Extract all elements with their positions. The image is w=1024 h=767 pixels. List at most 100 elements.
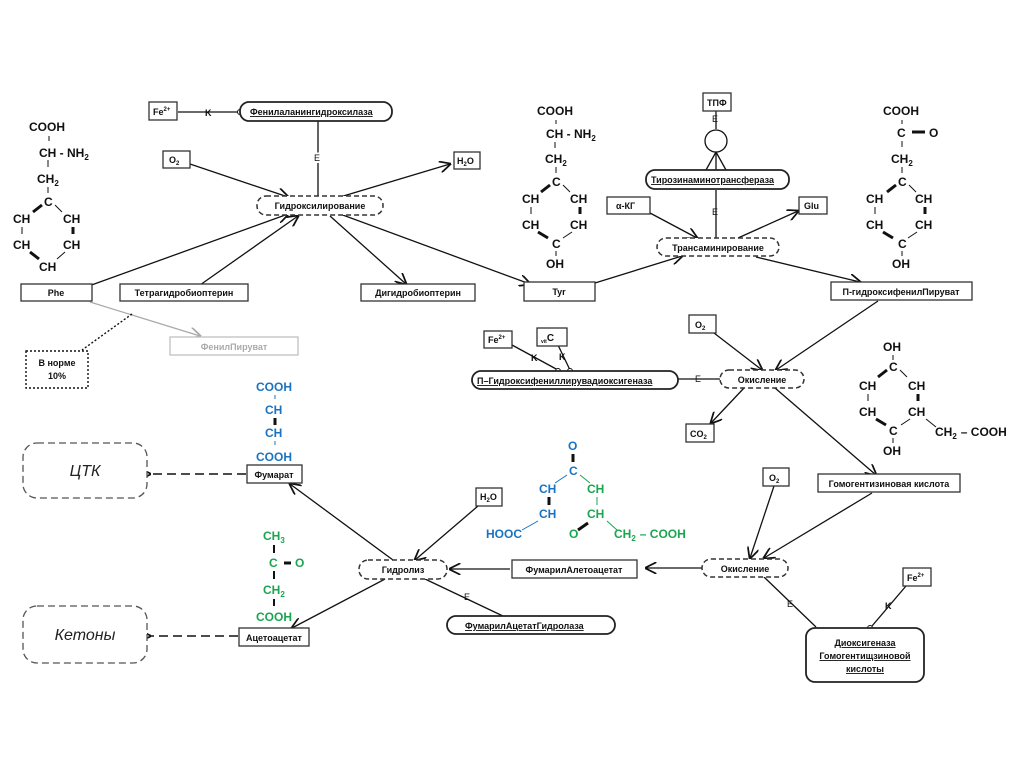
svg-text:Гидролиз: Гидролиз [382, 565, 425, 575]
cofactor-h2o-top: H2O [453, 151, 481, 170]
svg-text:COOH: COOH [256, 450, 292, 464]
edge-tyr-transamination [594, 256, 682, 284]
node-tyr[interactable]: Tyr [523, 281, 596, 302]
svg-text:H2O: H2O [480, 492, 497, 504]
structure-tyrosine: COOH CH - NH2 CH2 C CH CH CH CH C OH [522, 104, 596, 271]
svg-text:H2O: H2O [457, 156, 474, 168]
svg-text:α-КГ: α-КГ [616, 201, 635, 211]
svg-text:O2: O2 [769, 473, 780, 485]
svg-text:Ацетоацетат: Ацетоацетат [246, 633, 303, 643]
edge-hydroxylation-h2o [339, 164, 450, 198]
enzyme-tyrosine-aminotransferase[interactable]: Тирозинаминотрансфераза [645, 169, 790, 190]
process-transamination[interactable]: Трансаминирование [656, 237, 780, 257]
cofactor-fe-bottom: Fe2+ [902, 567, 932, 587]
edge-o2-oxidation2 [750, 485, 775, 558]
svg-text:ФенилПируват: ФенилПируват [201, 342, 268, 352]
process-hydroxylation[interactable]: Гидроксилирование [256, 195, 384, 216]
process-oxidation-1[interactable]: Окисление [719, 369, 805, 389]
node-phenylpyruvate[interactable]: ФенилПируват [169, 336, 299, 356]
enzyme-phenylalanine-hydroxylase[interactable]: Фенилаланингидроксилаза [239, 101, 393, 122]
svg-text:ЦТК: ЦТК [70, 463, 102, 480]
node-tca-cycle[interactable]: ЦТК [22, 442, 148, 499]
svg-text:C: C [898, 175, 907, 189]
svg-text:O: O [569, 527, 578, 541]
label-bg: E [314, 153, 320, 163]
svg-text:10%: 10% [48, 371, 66, 381]
edge-hpp-oxidation [776, 300, 879, 370]
enzyme-hppd[interactable]: П–Гидроксифениллирувадиоксигеназа [471, 370, 679, 390]
edge-phe-hydroxylation [85, 214, 288, 288]
svg-text:Fe2+: Fe2+ [907, 573, 925, 583]
svg-text:CH: CH [13, 212, 30, 226]
svg-text:COOH: COOH [537, 104, 573, 118]
edge-transamination-hpp [755, 256, 860, 282]
node-dihydrobiopterin[interactable]: Дигидробиоптерин [360, 283, 476, 302]
svg-text:COOH: COOH [883, 104, 919, 118]
svg-text:CH2: CH2 [545, 152, 567, 168]
node-acetoacetate[interactable]: Ацетоацетат [238, 627, 310, 647]
svg-text:O: O [568, 439, 577, 453]
enzyme-fumarylacetoacetate-hydrolase[interactable]: ФумарилАцетатГидролаза [446, 615, 616, 635]
svg-text:O: O [295, 556, 304, 570]
svg-text:O: O [929, 126, 938, 140]
cofactor-fe-top: Fe2+ [148, 101, 178, 121]
svg-text:CH: CH [39, 260, 56, 274]
enzyme-homogentisate-dioxygenase[interactable]: Диоксигеназа Гомогентищзиновой кислоты [805, 627, 925, 683]
svg-text:П–Гидроксифениллирувадиоксиген: П–Гидроксифениллирувадиоксигеназа [477, 376, 653, 386]
svg-text:Диоксигеназа: Диоксигеназа [834, 638, 896, 648]
edge-akg-transamination [649, 212, 697, 238]
edges [81, 109, 907, 637]
edge-note [81, 313, 133, 351]
node-p-hydroxyphenylpyruvate[interactable]: П-гидроксифенилПируват [830, 281, 973, 301]
label-e: E [712, 207, 718, 217]
svg-text:Fe2+: Fe2+ [488, 335, 506, 345]
svg-text:CH2– COOH: CH2– COOH [614, 527, 686, 543]
cofactor-tpf: ТПФ [702, 92, 732, 112]
process-oxidation-2[interactable]: Окисление [701, 558, 789, 578]
svg-text:CO2: CO2 [690, 429, 708, 441]
svg-text:C: C [552, 237, 561, 251]
cofactor-vitc: vitC [536, 327, 568, 347]
svg-text:Кетоны: Кетоны [55, 627, 116, 644]
process-hydrolysis[interactable]: Гидролиз [358, 559, 448, 580]
svg-text:ФумарилАцетатГидролаза: ФумарилАцетатГидролаза [465, 621, 585, 631]
svg-text:CH: CH [13, 238, 30, 252]
edge-oxidation-hga [774, 387, 876, 475]
svg-text:C: C [552, 175, 561, 189]
svg-text:CH - NH2: CH - NH2 [546, 127, 596, 143]
node-tetrahydrobiopterin[interactable]: Тетрагидробиоптерин [119, 283, 249, 302]
structure-fumarate: COOH CH CH COOH [256, 380, 292, 464]
svg-text:Гомогентищзиновой: Гомогентищзиновой [819, 651, 910, 661]
cofactor-akg: α-КГ [606, 196, 651, 215]
structure-phenylalanine: COOH CH - NH2 CH2 C CH CH CH CH CH [13, 120, 89, 274]
node-fumarylacetoacetate[interactable]: ФумарилАлетоацетат [511, 559, 638, 579]
svg-text:OH: OH [883, 340, 901, 354]
svg-text:C: C [569, 464, 578, 478]
edge-o2-oxidation [713, 332, 762, 370]
structure-p-hydroxyphenylpyruvate: COOH C O CH2 C CH CH CH CH C OH [866, 104, 938, 271]
svg-text:Fe2+: Fe2+ [153, 107, 171, 117]
structure-homogentisic-acid: OH C CH CH CH CH C CH2– COOH OH [859, 340, 1007, 458]
svg-text:OH: OH [892, 257, 910, 271]
svg-text:CH: CH [587, 482, 604, 496]
svg-text:Фумарат: Фумарат [254, 470, 294, 480]
svg-text:C: C [44, 195, 53, 209]
svg-text:COOH: COOH [256, 380, 292, 394]
node-ketones[interactable]: Кетоны [22, 605, 148, 664]
cofactor-binding-circle [704, 129, 728, 153]
svg-text:OH: OH [883, 444, 901, 458]
svg-text:Phe: Phe [48, 288, 65, 298]
edge-transamination-glu [737, 211, 798, 239]
svg-text:O2: O2 [695, 320, 706, 332]
svg-text:CH: CH [63, 238, 80, 252]
edge-hydrolysis-acetoacetate [292, 578, 386, 628]
svg-text:COOH: COOH [29, 120, 65, 134]
cofactor-o2-mid: O2 [688, 314, 717, 334]
svg-text:CH: CH [587, 507, 604, 521]
svg-text:Фенилаланингидроксилаза: Фенилаланингидроксилаза [250, 107, 374, 117]
node-fumarate[interactable]: Фумарат [246, 464, 303, 484]
edge-hydroxylation-dhb [329, 215, 406, 284]
node-homogentisic-acid[interactable]: Гомогентизиновая кислота [817, 473, 961, 493]
node-phe[interactable]: Phe [20, 283, 93, 302]
